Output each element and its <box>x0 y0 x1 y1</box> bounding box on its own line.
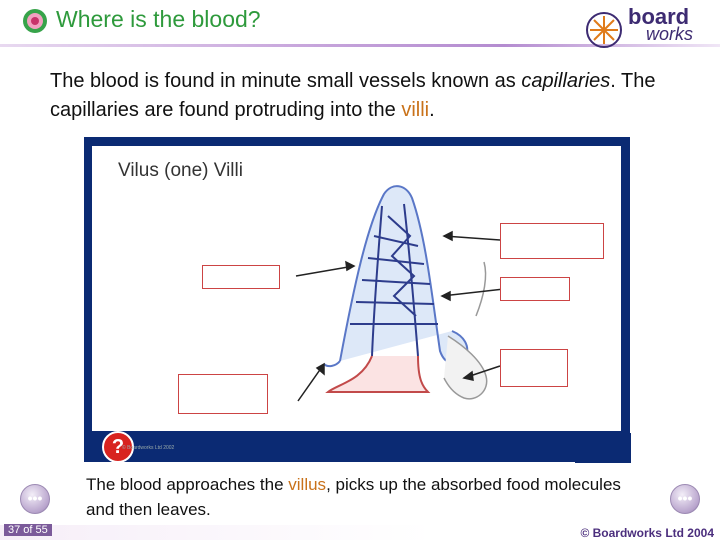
label-box <box>500 277 570 301</box>
intro-text-part: . The capillaries are found protruding i… <box>50 70 656 121</box>
footer-copyright: © Boardworks Ltd 2004 <box>580 526 714 540</box>
help-button[interactable]: ? <box>102 431 134 463</box>
boardworks-logo-icon <box>584 10 624 50</box>
intro-term-capillaries: capillaries <box>521 70 611 92</box>
diagram-copyright: © Boardworks Ltd 2002 <box>122 445 175 451</box>
label-box <box>500 349 568 387</box>
diagram-panel: Vilus (one) Villi <box>84 137 631 463</box>
intro-text-part: The blood is found in minute small vesse… <box>50 70 522 92</box>
diagram-canvas: Vilus (one) Villi <box>92 146 621 431</box>
caption-text: The blood approaches the villus, picks u… <box>86 472 646 522</box>
next-slide-button[interactable]: ••• <box>670 484 700 514</box>
header-icon <box>22 8 48 34</box>
ellipsis-icon: ••• <box>677 490 693 506</box>
caption-term-villus: villus <box>288 475 327 494</box>
capillary-network <box>350 203 438 357</box>
villus-diagram <box>295 185 505 402</box>
slide-number: 37 of 55 <box>4 524 52 536</box>
label-box <box>202 265 280 289</box>
label-box <box>178 374 268 414</box>
page-title: Where is the blood? <box>56 6 261 32</box>
panel-tab <box>575 433 631 463</box>
logo-word-works: works <box>646 24 694 44</box>
label-box <box>500 223 604 259</box>
logo-word-board: board <box>628 4 690 29</box>
title-divider <box>0 44 720 47</box>
ellipsis-icon: ••• <box>27 490 43 506</box>
intro-term-villi: villi <box>401 99 430 121</box>
intro-text: The blood is found in minute small vesse… <box>50 67 690 125</box>
previous-slide-button[interactable]: ••• <box>20 484 50 514</box>
footer-bar <box>0 525 720 540</box>
caption-text-part: , picks up the absorbed food molecules a… <box>86 475 621 519</box>
blood-vessel <box>325 355 431 393</box>
caption-text-part: The blood approaches the <box>86 475 289 494</box>
lacteal <box>443 335 488 400</box>
intro-text-part: . <box>429 99 435 121</box>
diagram-title: Vilus (one) Villi <box>118 160 243 181</box>
label-arrows <box>295 230 505 402</box>
